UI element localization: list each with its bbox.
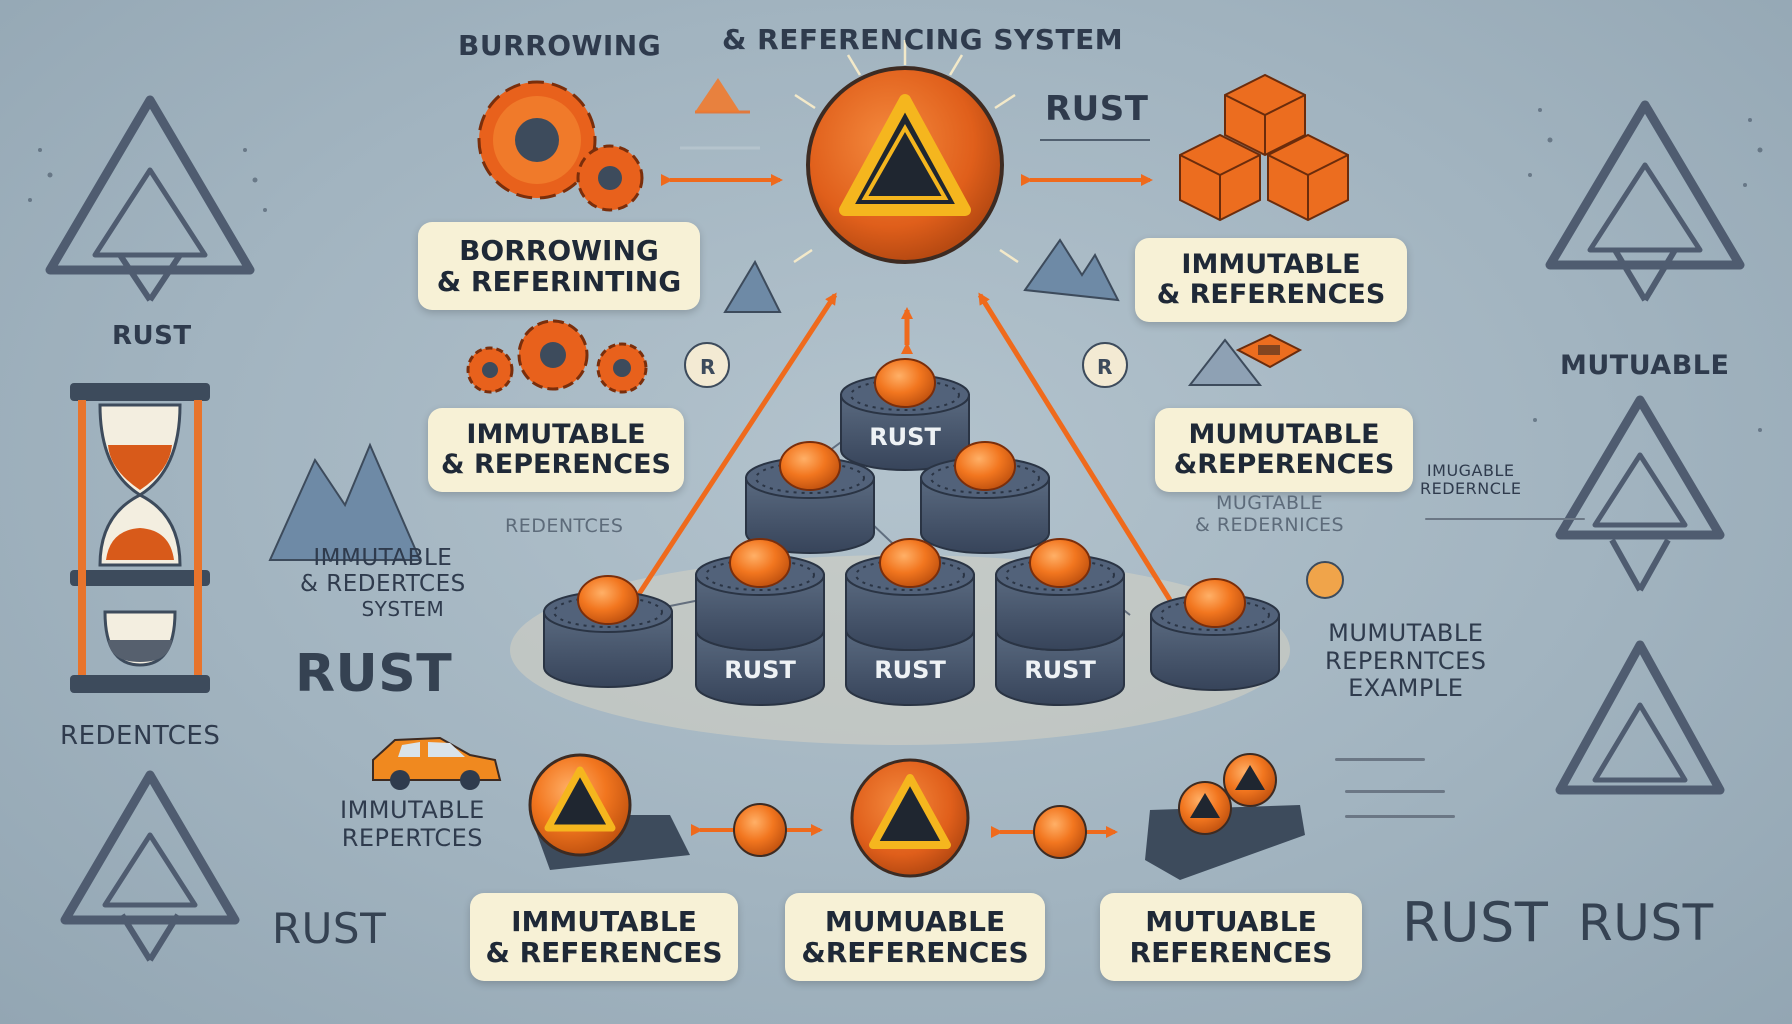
- gear-icon: [466, 319, 648, 394]
- deco-line: [1335, 758, 1425, 761]
- header-right: & REFERENCING SYSTEM: [722, 23, 1124, 56]
- svg-text:R: R: [1097, 355, 1112, 379]
- left-redentces: REDENTCES: [60, 721, 221, 751]
- deco-line: [1345, 790, 1445, 793]
- rust-button-node-icon: [920, 441, 1050, 554]
- left-immutable-system: IMMUTABLE & REDERTCES SYSTEM: [300, 545, 466, 621]
- rust-platform-emblem-left: [528, 753, 690, 870]
- rust-button-node-icon: RUST: [840, 358, 970, 471]
- rust-button-node-icon: RUST: [995, 538, 1125, 706]
- right-mutuable: MUTUABLE: [1560, 350, 1730, 381]
- right-mugtable-faded: MUGTABLE & REDERNICES: [1195, 492, 1345, 536]
- left-rust-top: RUST: [112, 321, 192, 351]
- rust-button-node-icon: RUST: [845, 538, 975, 706]
- rust-triangle-logo-icon: [793, 40, 1019, 264]
- right-example: MUMUTABLE REPERNTCES EXAMPLE: [1325, 619, 1487, 703]
- header-left: BURROWING: [458, 29, 662, 62]
- right-imugable: IMUGABLE REDERNCLE: [1420, 461, 1522, 499]
- deco-line: [1425, 518, 1585, 520]
- deco-line: [1345, 815, 1455, 818]
- bottom-connector-right: [991, 805, 1118, 859]
- rust-triangle-logo-icon: [850, 758, 970, 878]
- left-rust-bottom: RUST: [272, 904, 387, 953]
- triangle-symbol-icon: [1545, 100, 1745, 302]
- speckles: [28, 108, 1763, 432]
- rust-button-node-icon: RUST: [695, 538, 825, 706]
- rust-button-node-icon: [745, 441, 875, 554]
- mountain-icon: [268, 238, 1263, 561]
- label-borrowing-referencing: BORROWING& REFERINTING: [418, 222, 700, 310]
- triangle-symbol-icon: [1555, 640, 1725, 795]
- left-redentces-faded: REDENTCES: [505, 515, 624, 537]
- orange-cube-icon: [1179, 73, 1349, 222]
- label-immutable-references-right: IMMUTABLE& REFERENCES: [1135, 238, 1407, 322]
- pyramid-nodes: RUST RUST RUST RUST: [543, 358, 1280, 706]
- node-label: RUST: [874, 656, 946, 684]
- hourglass-icon: [70, 383, 210, 693]
- mountain-icon: [695, 78, 740, 112]
- rust-platform-emblem-right: [1145, 753, 1305, 880]
- right-rust-bottom-2: RUST: [1578, 894, 1714, 952]
- triangle-symbol-icon: [60, 770, 240, 962]
- label-bottom-mumuable: MUMUABLE&REFERENCES: [785, 893, 1045, 981]
- left-immutable-references: IMMUTABLE REPERTCES: [340, 796, 485, 852]
- node-label: RUST: [869, 423, 941, 451]
- header-rust: RUST: [1045, 89, 1149, 129]
- gear-icon: [477, 80, 644, 212]
- left-rust-big: RUST: [295, 644, 453, 704]
- car-icon: [372, 736, 502, 790]
- triangle-symbol-icon: [45, 95, 255, 302]
- label-mumutable-references: MUMUTABLE&REPERENCES: [1155, 408, 1413, 492]
- apex-arrows: [625, 292, 1180, 611]
- node-label: RUST: [1024, 656, 1096, 684]
- node-label: RUST: [724, 656, 796, 684]
- bottom-connector-left: [691, 803, 823, 857]
- svg-text:R: R: [700, 355, 715, 379]
- triangle-symbol-icon: [1555, 395, 1725, 592]
- label-immutable-references-left: IMMUTABLE& REPERENCES: [428, 408, 684, 492]
- orange-cube-icon: [1235, 333, 1303, 369]
- rust-button-node-icon: [1150, 578, 1280, 691]
- label-bottom-immutable: IMMUTABLE& REFERENCES: [470, 893, 738, 981]
- right-rust-bottom-1: RUST: [1402, 891, 1549, 954]
- badge-icon: R R: [684, 342, 1344, 599]
- rust-button-node-icon: [543, 575, 673, 688]
